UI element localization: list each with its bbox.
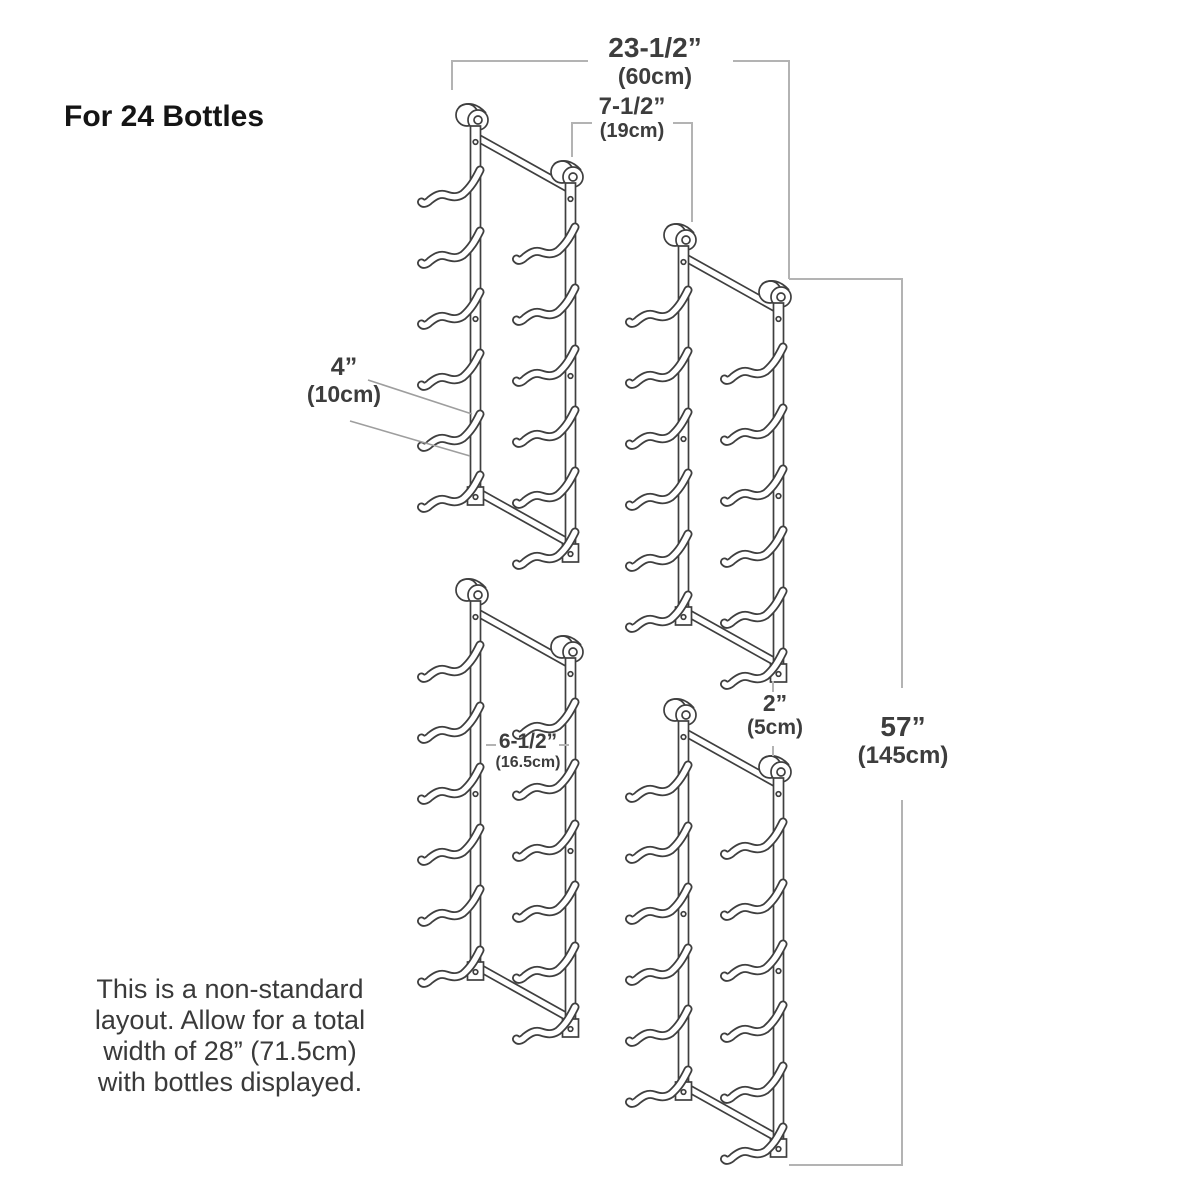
dim-column-offset-inches: 7-1/2”: [598, 93, 666, 120]
leader-lines: [349, 379, 473, 457]
dim-overall-height-line: [789, 278, 903, 1166]
dim-stack-gap-inches: 2”: [762, 690, 788, 716]
layout-note: This is a non-standard layout. Allow for…: [70, 974, 390, 1098]
dim-rail-gap-inches: 6-1/2”: [498, 730, 558, 753]
dim-slot-spacing: 4” (10cm): [274, 353, 414, 408]
dim-overall-height: 57” (145cm): [833, 712, 973, 770]
rack-unit-top-left: [422, 104, 584, 565]
dim-rail-gap-metric: (16.5cm): [495, 754, 561, 771]
dim-overall-width-bracket: [451, 60, 790, 279]
dim-stack-gap: 2” (5cm): [715, 691, 835, 740]
rack-unit-top-right: [630, 224, 792, 685]
dim-rail-gap: 6-1/2” (16.5cm): [468, 730, 588, 772]
racks: [422, 104, 792, 1160]
layout-note-line: with bottles displayed.: [97, 1067, 363, 1097]
dim-overall-width-inches: 23-1/2”: [608, 32, 702, 63]
layout-note-line: width of 28” (71.5cm): [103, 1036, 357, 1066]
dim-column-offset-metric: (19cm): [599, 120, 665, 142]
dim-overall-height-inches: 57”: [880, 711, 926, 742]
dim-overall-width-metric: (60cm): [617, 63, 693, 89]
layout-note-line: This is a non-standard: [96, 974, 364, 1004]
dim-slot-spacing-inches: 4”: [330, 353, 358, 381]
layout-note-line: layout. Allow for a total: [94, 1005, 366, 1035]
dim-overall-height-metric: (145cm): [857, 742, 949, 769]
dim-column-offset-bracket: [571, 122, 693, 222]
rack-unit-bottom-left: [422, 579, 584, 1040]
page-title: For 24 Bottles: [64, 100, 265, 133]
dim-stack-gap-metric: (5cm): [746, 716, 804, 739]
dim-slot-spacing-metric: (10cm): [306, 381, 382, 407]
rack-unit-bottom-right: [630, 699, 792, 1160]
dim-overall-width: 23-1/2” (60cm): [565, 32, 745, 90]
dim-column-offset: 7-1/2” (19cm): [552, 93, 712, 143]
dimension-lines: [451, 60, 903, 1166]
dim-slot-spacing-leaders: [349, 379, 473, 457]
